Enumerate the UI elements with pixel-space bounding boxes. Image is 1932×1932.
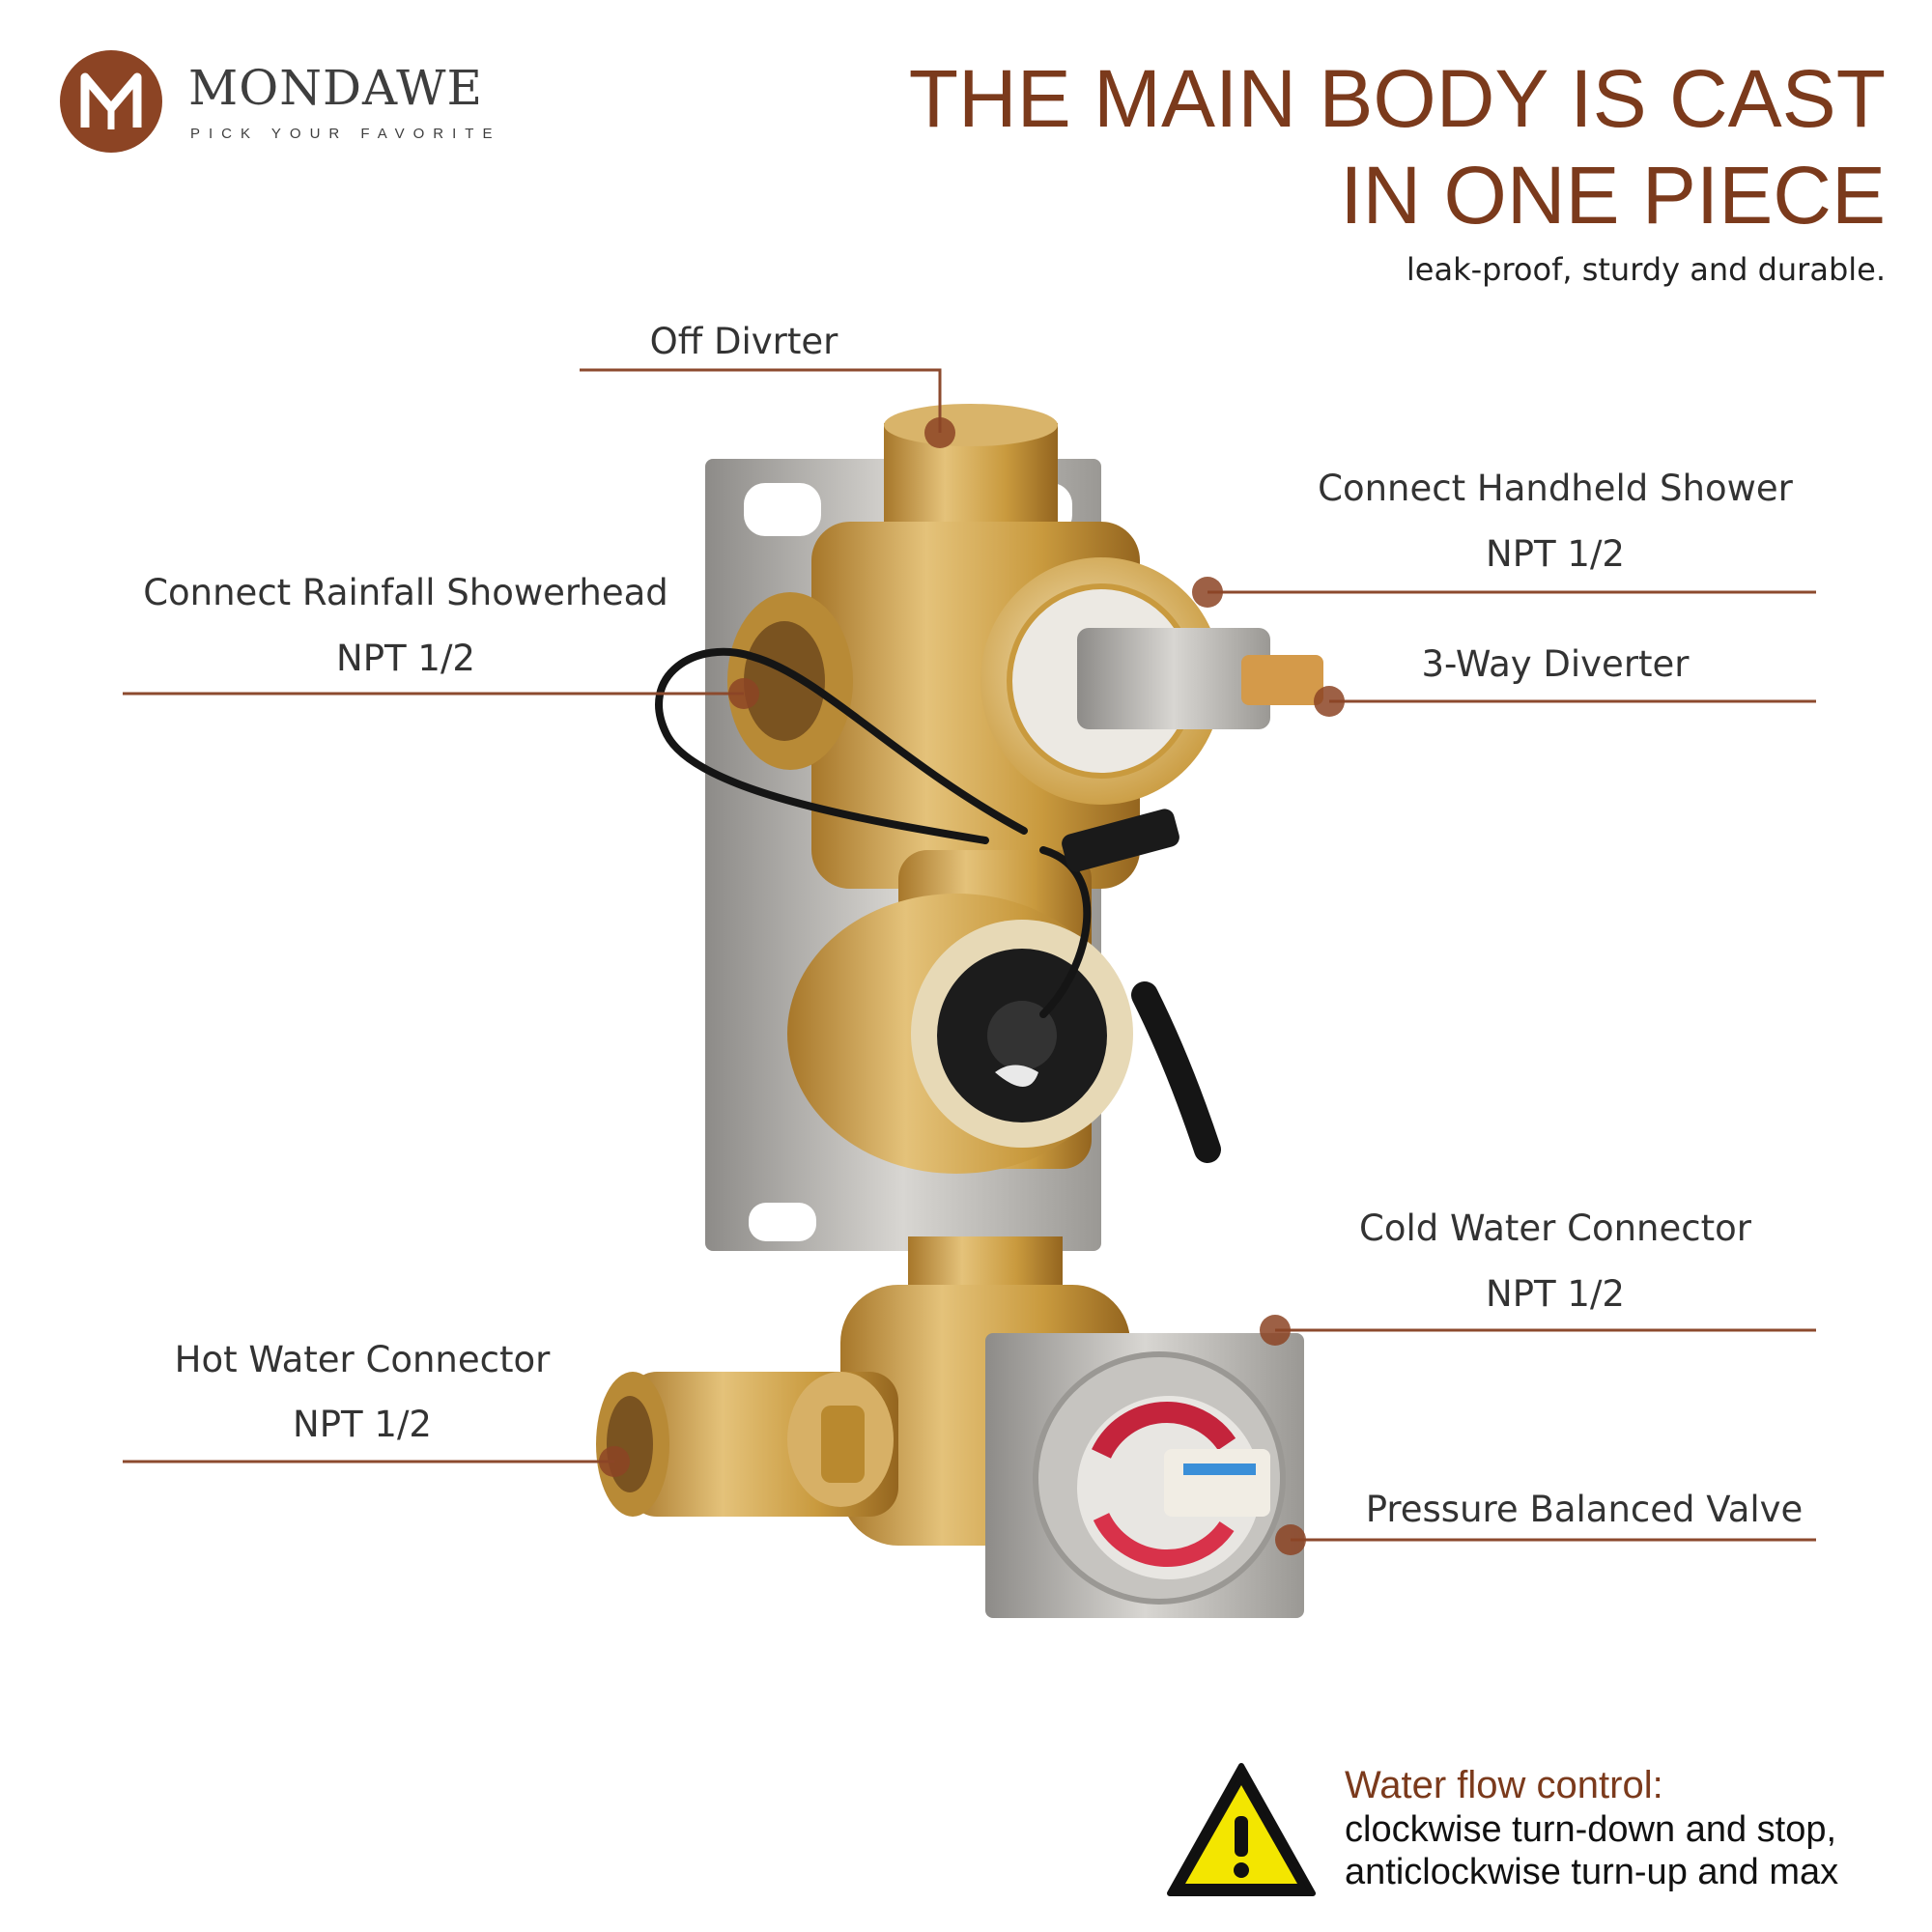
upper-body bbox=[727, 522, 1323, 889]
warning-triangle-icon bbox=[1167, 1763, 1316, 1896]
label-off-diverter: Off Divrter bbox=[649, 321, 838, 362]
headline-subtitle: leak-proof, sturdy and durable. bbox=[1406, 251, 1886, 288]
leader-dots bbox=[599, 417, 1345, 1555]
headline-line1: THE MAIN BODY IS CAST bbox=[908, 53, 1886, 144]
label-handheld-title: Connect Handheld Shower bbox=[1318, 468, 1793, 509]
label-rainfall-spec: NPT 1/2 bbox=[336, 638, 475, 679]
label-pressure-valve: Pressure Balanced Valve bbox=[1365, 1489, 1804, 1530]
label-handheld-spec: NPT 1/2 bbox=[1486, 533, 1625, 575]
leader-lines bbox=[123, 368, 1816, 1542]
brand-tagline: PICK YOUR FAVORITE bbox=[190, 126, 501, 142]
off-diverter-port bbox=[884, 404, 1058, 539]
brand-logo bbox=[58, 48, 164, 155]
note-title: Water flow control: bbox=[1345, 1764, 1663, 1806]
label-cold-title: Cold Water Connector bbox=[1359, 1208, 1751, 1249]
headline-line2: IN ONE PIECE bbox=[1340, 150, 1886, 241]
label-cold-spec: NPT 1/2 bbox=[1486, 1273, 1625, 1315]
label-hot-spec: NPT 1/2 bbox=[293, 1404, 432, 1445]
note-line2: anticlockwise turn-up and max bbox=[1345, 1852, 1839, 1892]
cable bbox=[655, 647, 1221, 1163]
brand-name: MONDAWE bbox=[188, 60, 483, 116]
note-line1: clockwise turn-down and stop, bbox=[1345, 1809, 1837, 1850]
label-three-way-diverter: 3-Way Diverter bbox=[1421, 643, 1690, 685]
pressure-valve-trim bbox=[985, 1333, 1304, 1618]
mondawe-logo-icon bbox=[60, 50, 162, 153]
label-rainfall-title: Connect Rainfall Showerhead bbox=[143, 572, 668, 613]
label-hot-title: Hot Water Connector bbox=[174, 1339, 551, 1380]
warning-icon-wrapper bbox=[1164, 1760, 1319, 1900]
